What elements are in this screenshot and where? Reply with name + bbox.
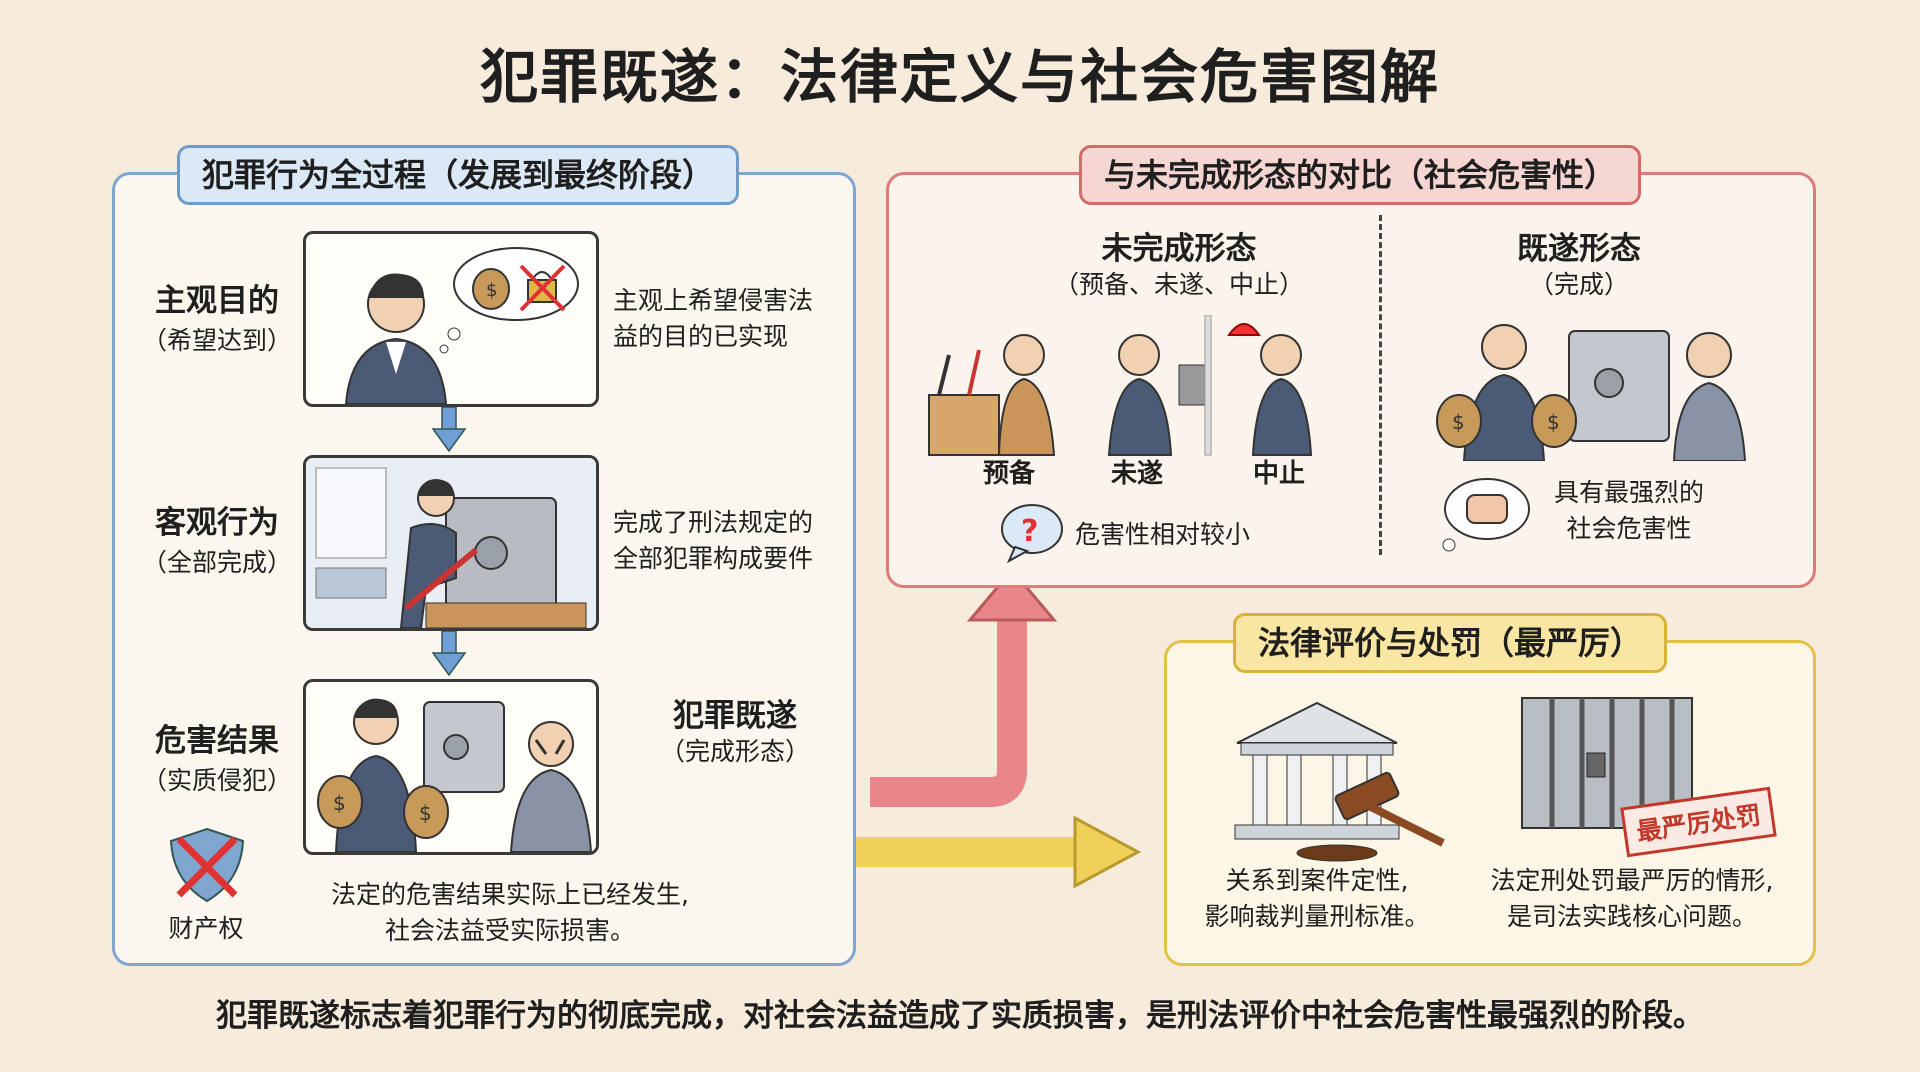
stage-title-objective: 客观行为 <box>155 505 279 541</box>
red-up-arrow <box>870 618 1027 807</box>
stage-label-preparation: 预备 <box>982 459 1035 489</box>
stage-desc-objective-line1: 完成了刑法规定的 <box>613 508 814 537</box>
svg-text:?: ? <box>1021 514 1038 549</box>
flow-label-title: 犯罪既遂 <box>673 698 797 734</box>
red-arrow-head <box>966 567 1058 622</box>
legal-right-note-line1: 法定刑处罚最严厉的情形, <box>1490 866 1774 895</box>
legal-left-note-line1: 关系到案件定性, <box>1225 866 1409 895</box>
legal-left-note-line2: 影响裁判量刑标准。 <box>1204 902 1430 931</box>
legal-left-note: 关系到案件定性, 影响裁判量刑标准。 <box>1187 863 1447 935</box>
stage-desc-result-line2: 社会法益受实际损害。 <box>384 916 635 945</box>
fist-bubble-icon <box>1442 478 1530 552</box>
prison-cell-illustration <box>1521 697 1693 829</box>
stage-desc-subjective: 主观上希望侵害法 益的目的已实现 <box>613 283 813 355</box>
legal-right-note: 法定刑处罚最严厉的情形, 是司法实践核心问题。 <box>1467 863 1797 935</box>
stage-label-attempt: 未遂 <box>1110 459 1163 489</box>
stage-title-subjective: 主观目的 <box>155 283 279 319</box>
completed-note: 具有最强烈的 社会危害性 <box>1529 475 1729 547</box>
stage-desc-subjective-line1: 主观上希望侵害法 <box>613 286 814 315</box>
process-panel: 犯罪行为全过程（发展到最终阶段） 主观目的 （希望达到） $ 主观上希望侵害法 … <box>112 145 856 966</box>
stage-title-result: 危害结果 <box>155 723 279 759</box>
legal-panel-heading: 法律评价与处罚（最严厉） <box>1233 613 1668 673</box>
stage-sub-objective: （全部完成） <box>141 548 292 577</box>
legal-right-note-line2: 是司法实践核心问题。 <box>1506 902 1757 931</box>
stage-desc-subjective-line2: 益的目的已实现 <box>613 322 789 351</box>
objective-illustration <box>303 455 599 631</box>
down-arrow-icon <box>431 631 467 677</box>
question-bubble-icon: ? <box>1001 504 1063 563</box>
stage-desc-result-line1: 法定的危害结果实际上已经发生, <box>331 880 689 909</box>
stage-sub-result: （实质侵犯） <box>141 766 292 795</box>
legal-panel: 法律评价与处罚（最严厉） 关系到案件定性, 影响裁判量刑标准。 最严厉处罚 法定… <box>1164 613 1816 966</box>
completed-illustration: $ $ <box>1436 324 1747 461</box>
svg-text:$: $ <box>419 801 432 825</box>
stage-sub-subjective: （希望达到） <box>141 326 292 355</box>
compare-divider <box>1379 215 1382 555</box>
process-panel-heading: 犯罪行为全过程（发展到最终阶段） <box>177 145 740 205</box>
stage-desc-result: 法定的危害结果实际上已经发生, 社会法益受实际损害。 <box>295 877 725 949</box>
court-gavel-illustration <box>1234 701 1445 862</box>
incomplete-sub: （预备、未遂、中止） <box>1053 270 1304 299</box>
completed-note-line1: 具有最强烈的 <box>1553 478 1704 507</box>
result-illustration: $ $ <box>303 679 599 855</box>
completed-note-line2: 社会危害性 <box>1566 514 1692 543</box>
footer-summary: 犯罪既遂标志着犯罪行为的彻底完成，对社会法益造成了实质损害，是刑法评价中社会危害… <box>216 998 1704 1034</box>
subjective-illustration: $ <box>303 231 599 407</box>
stage-label-abandonment: 中止 <box>1252 459 1305 489</box>
svg-text:$: $ <box>1452 410 1465 434</box>
stage-desc-objective-line2: 全部犯罪构成要件 <box>613 544 814 573</box>
page-title: 犯罪既遂：法律定义与社会危害图解 <box>479 43 1440 111</box>
completed-title: 既遂形态 <box>1517 231 1641 267</box>
incomplete-forms-illustration <box>928 315 1313 456</box>
completed-sub: （完成） <box>1528 270 1629 299</box>
incomplete-note: 危害性相对较小 <box>1075 520 1251 549</box>
flow-label-sub: （完成形态） <box>659 737 810 766</box>
broken-shield-icon <box>169 827 245 903</box>
svg-text:$: $ <box>1547 410 1560 434</box>
yellow-arrow-head <box>1073 815 1142 889</box>
compare-panel-heading: 与未完成形态的对比（社会危害性） <box>1079 145 1642 205</box>
svg-text:$: $ <box>333 791 346 815</box>
down-arrow-icon <box>431 407 467 453</box>
compare-panel: 与未完成形态的对比（社会危害性） 未完成形态 （预备、未遂、中止） 预备 未遂 … <box>886 145 1816 588</box>
property-right-label: 财产权 <box>168 914 244 943</box>
svg-text:$: $ <box>486 280 497 301</box>
incomplete-title: 未完成形态 <box>1101 231 1257 267</box>
stage-desc-objective: 完成了刑法规定的 全部犯罪构成要件 <box>613 505 813 577</box>
